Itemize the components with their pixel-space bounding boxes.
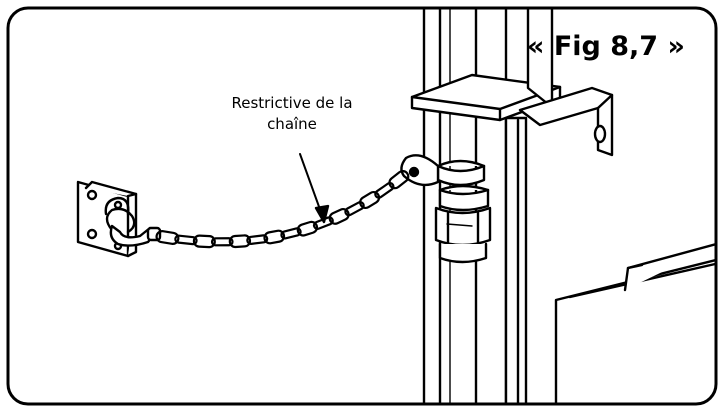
callout-text-line2: chaîne — [267, 115, 317, 133]
machine-box — [554, 240, 716, 404]
chain-link — [155, 230, 180, 245]
pipe-clamp — [400, 154, 486, 187]
illustration — [76, 8, 716, 404]
callout-arrow — [299, 153, 330, 224]
chain-link — [359, 190, 381, 210]
chain — [155, 169, 410, 249]
figure-label: « Fig 8,7 » — [527, 31, 685, 62]
hex-fitting — [434, 184, 492, 264]
chain-link — [192, 234, 216, 249]
chain-link — [210, 237, 234, 247]
wall-plate — [76, 180, 138, 258]
hook-eye — [104, 196, 136, 234]
chain-link — [263, 229, 286, 245]
callout-text-line1: Restrictive de la — [231, 94, 352, 112]
chain-link — [388, 169, 410, 190]
chain-link — [280, 227, 302, 240]
chain-link — [344, 201, 365, 217]
chain-link — [228, 234, 252, 249]
figure-frame — [6, 6, 718, 406]
chain-link — [328, 207, 350, 225]
chain-link — [374, 181, 395, 199]
chain-link — [246, 234, 269, 245]
chain-link — [296, 220, 319, 237]
right-bracket-arm — [518, 86, 614, 157]
chain-link — [174, 234, 198, 246]
